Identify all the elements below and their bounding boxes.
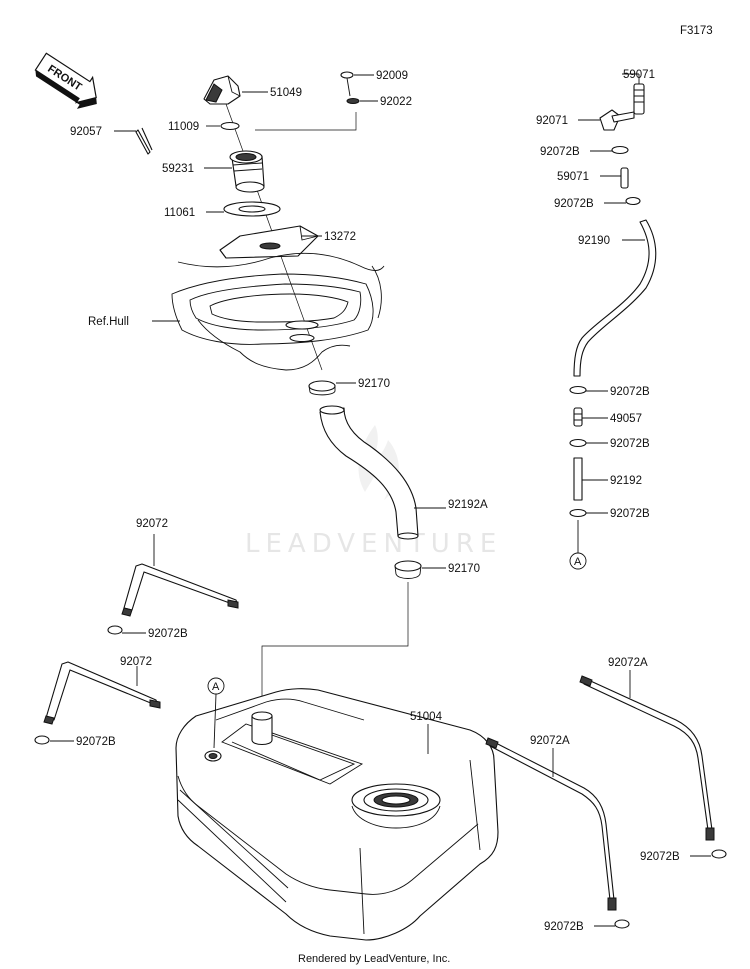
part-label-92009: 92009 [376,70,408,82]
clip-92072B-r1-part [611,145,629,155]
part-label-92022: 92022 [380,96,412,108]
clip-92072B-mid-part [614,919,630,929]
part-label-49057: 49057 [610,413,642,425]
strap-92072-upper-part [121,563,239,617]
marker-a-left-letter: A [212,681,220,693]
part-label-92072B-r2: 92072B [554,198,594,210]
reference-hull-label: Ref.Hull [88,316,129,328]
part-label-92192A: 92192A [448,499,488,511]
hose-clamp-upper-part [308,380,336,396]
plate-13272-part [219,225,319,259]
gasket-11009-part [220,121,240,131]
filler-neck-59231-part [229,150,265,193]
part-label-92170-top: 92170 [358,378,390,390]
part-label-59231: 59231 [162,163,194,175]
figure-code: F3173 [680,25,713,37]
part-label-11061: 11061 [164,207,195,219]
marker-a-left: A [207,677,225,695]
part-label-92072B-r5: 92072B [610,508,650,520]
fuel-cap-part [203,75,241,105]
part-label-59071-mid: 59071 [557,171,589,183]
hose-clamp-lower-part [394,560,422,579]
check-valve-92071-part [599,109,635,131]
tube-92192-part [573,457,583,501]
footer-credit: Rendered by LeadVenture, Inc. [298,953,450,965]
fill-hose-92192A-part [319,405,419,540]
washer-92022-part [346,98,360,104]
part-label-11009: 11009 [168,121,199,133]
part-label-92072-upper: 92072 [136,518,168,530]
clip-92072B-r2-part [625,196,641,206]
part-label-92072B-r4: 92072B [610,438,650,450]
part-label-92057: 92057 [70,126,102,138]
clip-92072B-r3-part [569,385,587,395]
clip-92072B-lower-part [34,735,50,745]
clip-92072B-right-part [711,849,727,859]
front-arrow-icon: FRONT [34,52,97,109]
part-label-92072A-mid: 92072A [530,735,570,747]
part-label-92192: 92192 [610,475,642,487]
screw-92009-part [340,71,354,97]
part-label-92170-bottom: 92170 [448,563,480,575]
part-label-92071: 92071 [536,115,568,127]
part-label-92072B-mid: 92072B [544,921,584,933]
part-label-51049: 51049 [270,87,302,99]
marker-a-right-letter: A [574,556,582,568]
strap-92072A-right-part [579,675,715,841]
part-label-92072B-lower: 92072B [76,736,116,748]
part-label-92072B-r1: 92072B [540,146,580,158]
fitting-59071-upper-part [633,83,645,115]
clip-92072B-r4-part [569,438,587,448]
vent-hose-92190-part [573,219,657,377]
clip-92072B-upper-part [107,625,123,635]
part-label-92072A-right: 92072A [608,657,648,669]
strap-92072-lower-part [43,661,161,725]
part-label-59071-top: 59071 [623,69,655,81]
strap-92072A-mid-part [485,737,617,911]
part-label-92072-lower: 92072 [120,656,152,668]
gasket-11061-part [223,201,281,217]
part-label-92072B-upper: 92072B [148,628,188,640]
fitting-59071-mid-part [620,167,629,189]
watermark: LEADVENTURE [245,529,502,559]
fuel-tank-51004-part [175,688,499,941]
hull-reference-outline [171,252,385,371]
marker-a-right: A [569,552,587,570]
tether-strap-part [135,127,153,155]
filter-49057-part [573,407,583,427]
clip-92072B-r5-part [569,508,587,518]
part-label-92190: 92190 [578,235,610,247]
part-label-92072B-r3: 92072B [610,386,650,398]
part-label-13272: 13272 [324,231,356,243]
part-label-51004: 51004 [410,711,443,723]
part-label-92072B-right: 92072B [640,851,680,863]
